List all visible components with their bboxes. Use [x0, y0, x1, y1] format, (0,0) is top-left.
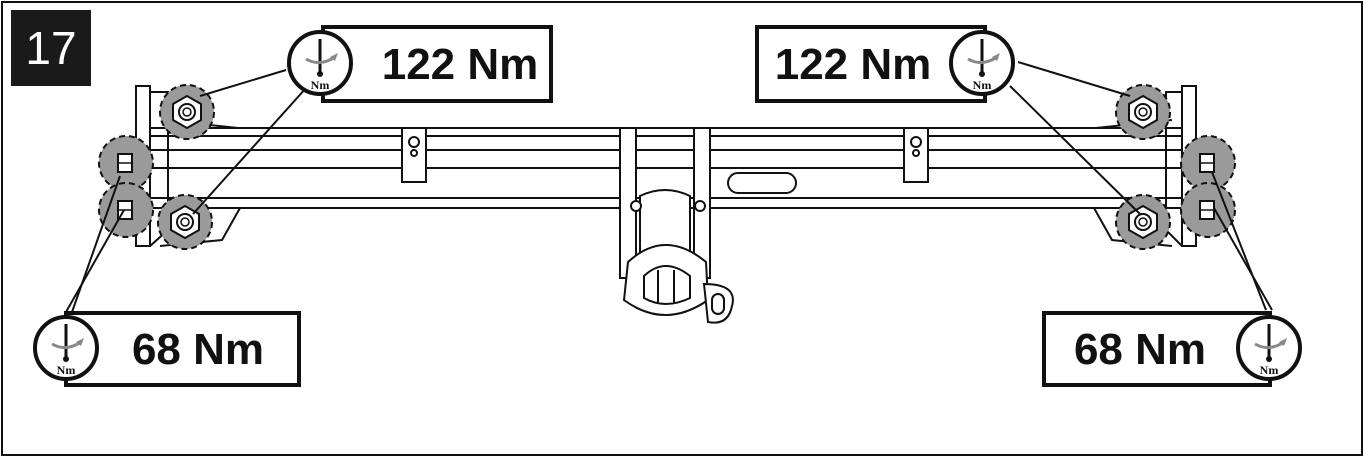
- fastener-top-left: [159, 84, 215, 140]
- leader-lines: [65, 61, 1273, 313]
- torque-callout-top-left: Nm 122 Nm: [287, 25, 553, 103]
- torque-callout-bottom-left: Nm 68 Nm: [33, 311, 301, 387]
- fastener-top-right: [1115, 84, 1171, 140]
- torque-value: 122 Nm: [382, 40, 539, 89]
- svg-text:Nm: Nm: [973, 78, 992, 92]
- svg-text:Nm: Nm: [1260, 363, 1279, 377]
- svg-text:Nm: Nm: [57, 363, 76, 377]
- torque-callout-top-right: Nm 122 Nm: [755, 25, 1015, 103]
- torque-value: 122 Nm: [775, 40, 932, 89]
- torque-value: 68 Nm: [1074, 325, 1206, 374]
- fastener-bottom-right: [1115, 194, 1171, 250]
- svg-text:Nm: Nm: [311, 78, 330, 92]
- torque-callout-bottom-right: Nm 68 Nm: [1042, 311, 1302, 387]
- fastener-side-right-upper: [1180, 135, 1236, 191]
- step-badge: 17: [11, 10, 91, 86]
- step-number: 17: [25, 22, 76, 74]
- fastener-side-left-upper: [98, 135, 154, 191]
- torque-wrench-icon: Nm: [1236, 315, 1302, 381]
- torque-wrench-icon: Nm: [33, 315, 99, 381]
- torque-wrench-icon: Nm: [949, 30, 1015, 96]
- torque-value: 68 Nm: [132, 325, 264, 374]
- torque-wrench-icon: Nm: [287, 30, 353, 96]
